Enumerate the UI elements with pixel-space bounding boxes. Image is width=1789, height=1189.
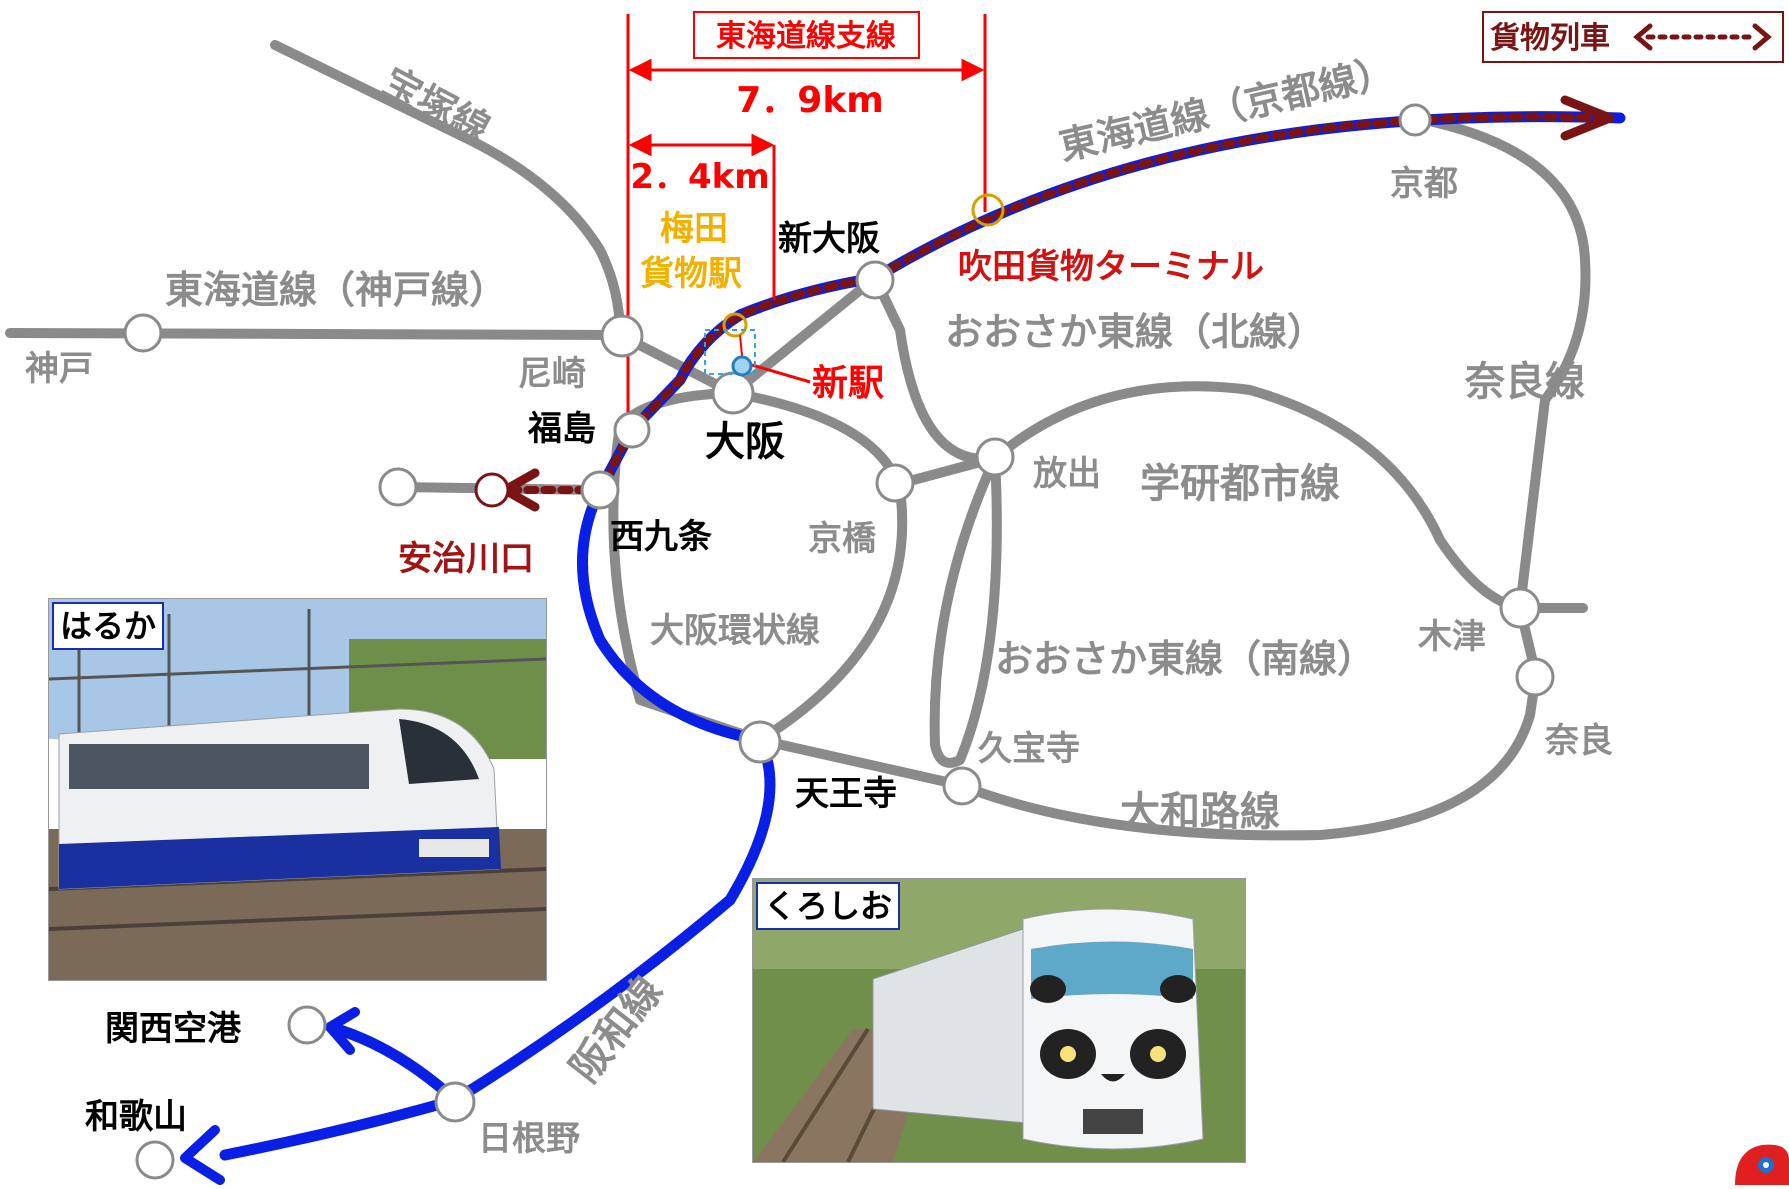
station-kansai-airport-label: 関西空港 xyxy=(105,1009,242,1049)
station-hanaten-marker[interactable] xyxy=(975,437,1015,477)
station-hanaten-label: 放出 xyxy=(1033,454,1101,494)
new-station-label: 新駅 xyxy=(812,363,884,404)
kansai-airport-arrow-icon xyxy=(325,1007,360,1055)
station-osaka-label: 大阪 xyxy=(705,419,785,465)
haruka-label: はるか xyxy=(52,602,165,650)
loop-line-label: 大阪環状線 xyxy=(650,611,820,651)
station-kobe-marker[interactable] xyxy=(123,313,163,353)
station-kyoto-label: 京都 xyxy=(1390,164,1458,204)
nara-line-label: 奈良線 xyxy=(1464,359,1585,405)
station-kobe-label: 神戸 xyxy=(25,349,93,389)
station-nishikujo-label: 西九条 xyxy=(610,517,712,557)
freight-route xyxy=(506,112,1609,494)
station-nishikujo-marker[interactable] xyxy=(580,470,620,510)
station-kansai-airport-marker[interactable] xyxy=(287,1005,327,1045)
umeda-length: 2．4km xyxy=(630,157,769,197)
station-kyoto-marker[interactable] xyxy=(1398,103,1432,137)
osaka-shin-osaka-line xyxy=(728,273,880,398)
freight-legend-label: 貨物列車 xyxy=(1490,21,1610,56)
new-station-area xyxy=(704,329,756,375)
wakayama-arrow-icon xyxy=(180,1125,225,1185)
yamatoji-line-label: 大和路線 xyxy=(1120,789,1280,835)
kobe-line xyxy=(5,328,625,340)
station-kyuhoji-marker[interactable] xyxy=(942,766,982,806)
arrow-double-dotted-icon xyxy=(1633,23,1772,51)
station-ajikawaguchi-end-marker[interactable] xyxy=(378,467,418,507)
osaka-higashi-south-line xyxy=(929,453,1002,768)
kansai-airport-branch xyxy=(334,1024,461,1106)
station-shin-osaka-label: 新大阪 xyxy=(778,219,880,259)
station-kyobashi-marker[interactable] xyxy=(875,463,915,503)
station-kizu-marker[interactable] xyxy=(1499,587,1541,629)
kobe-line-label: 東海道線（神戸線） xyxy=(165,268,507,312)
new-station-pointer xyxy=(751,363,811,384)
takarazuka-line xyxy=(270,40,625,340)
arrow-right-icon xyxy=(1560,95,1615,141)
umeda-freight-label-1: 梅田 xyxy=(660,209,728,249)
station-tennoji-marker[interactable] xyxy=(738,720,782,764)
station-fukushima-marker[interactable] xyxy=(613,411,651,449)
station-nara-label: 奈良 xyxy=(1544,721,1613,761)
mascot-icon xyxy=(1735,1144,1789,1185)
branch-title-box xyxy=(693,11,920,59)
station-amagasaki-marker[interactable] xyxy=(600,314,644,358)
umeda-freight-label-2: 貨物駅 xyxy=(640,254,742,294)
station-hineno-marker[interactable] xyxy=(434,1081,476,1123)
osaka-higashi-north-line xyxy=(870,273,1000,464)
station-nara-marker[interactable] xyxy=(1515,657,1555,697)
station-osaka-marker[interactable] xyxy=(711,371,755,415)
station-kyobashi-label: 京橋 xyxy=(808,519,876,559)
suita-terminal-label: 吹田貨物ターミナル xyxy=(958,247,1264,287)
kuroshio-label: くろしお xyxy=(756,882,901,930)
kyoto-line-label: 東海道線（京都線） xyxy=(1055,49,1398,169)
station-ajikawaguchi-label: 安治川口 xyxy=(398,539,534,579)
gakken-line xyxy=(890,381,1588,613)
branch-length: 7．9km xyxy=(736,80,884,121)
osaka-higashi-north-label: おおさか東線（北線） xyxy=(945,310,1325,354)
station-shin-osaka-marker[interactable] xyxy=(855,260,895,300)
haruka-photo: はるか xyxy=(48,598,547,981)
station-ajikawaguchi-marker[interactable] xyxy=(474,472,510,508)
haruka-train-image xyxy=(49,599,546,980)
station-amagasaki-label: 尼崎 xyxy=(518,354,586,394)
suita-terminal-marker[interactable] xyxy=(971,193,1005,227)
kyoto-nara-line xyxy=(1410,113,1591,613)
umeda-freight-marker[interactable] xyxy=(722,312,748,338)
gakken-line-label: 学研都市線 xyxy=(1140,461,1340,507)
takarazuka-line-label: 宝塚線 xyxy=(376,59,497,151)
station-kyuhoji-label: 久宝寺 xyxy=(978,729,1080,769)
yamatoji-line xyxy=(755,603,1541,841)
station-wakayama-label: 和歌山 xyxy=(85,1097,187,1137)
kuroshio-photo: くろしお xyxy=(752,878,1246,1163)
station-tennoji-label: 天王寺 xyxy=(795,774,897,814)
station-hineno-label: 日根野 xyxy=(478,1119,580,1159)
new-station-marker[interactable] xyxy=(731,355,753,377)
kuroshio-train-image xyxy=(753,879,1245,1162)
branch-title: 東海道線支線 xyxy=(716,19,896,54)
station-fukushima-label: 福島 xyxy=(527,409,596,449)
station-wakayama-marker[interactable] xyxy=(135,1140,175,1180)
osaka-higashi-south-label: おおさか東線（南線） xyxy=(995,637,1375,681)
station-kizu-label: 木津 xyxy=(1417,617,1486,657)
